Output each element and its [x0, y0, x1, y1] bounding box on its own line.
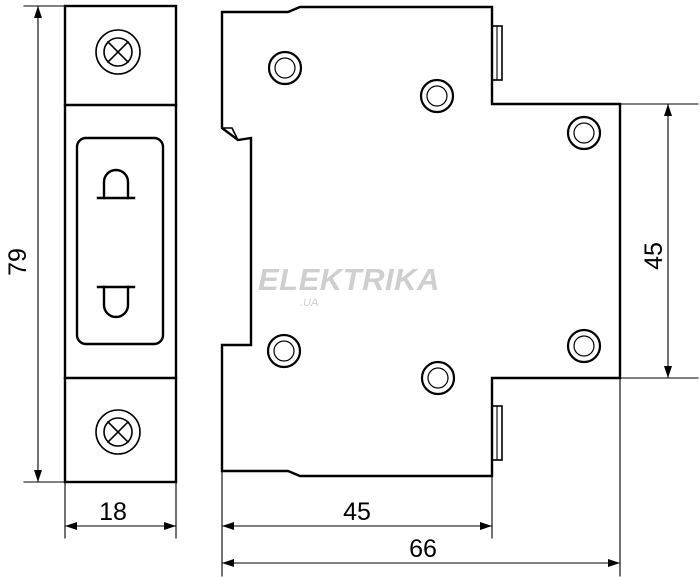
front-view — [63, 4, 178, 484]
rivet-hole-icon — [266, 333, 302, 369]
dim-79-label: 79 — [4, 248, 32, 276]
toggle-lower-mark-icon — [96, 285, 136, 319]
toggle-upper-mark-icon — [96, 168, 136, 200]
bottom-terminal-screw-icon — [95, 409, 141, 455]
dim-45-horizontal-label: 45 — [343, 498, 371, 526]
dim-66-label: 66 — [409, 535, 437, 563]
toggle-window — [75, 136, 165, 346]
side-view-outline — [220, 5, 622, 478]
dimension-lines: 79 18 45 45 66 — [4, 5, 699, 577]
front-view-outline — [63, 4, 178, 484]
watermark-domain: .UA — [300, 297, 318, 309]
top-terminal-screw-icon — [95, 29, 141, 75]
rivet-hole-icon — [419, 78, 455, 114]
rivet-hole-icon — [420, 360, 456, 396]
rivet-hole-icon — [566, 115, 602, 151]
dim-45-vertical-label: 45 — [640, 242, 668, 270]
rivet-hole-icon — [566, 328, 602, 364]
rail-notch-top — [221, 127, 240, 142]
rivet-hole-icon — [267, 50, 303, 86]
dim-18-label: 18 — [99, 498, 127, 526]
side-view: ELEKTRIKA .UA — [220, 5, 622, 478]
watermark-brand: ELEKTRIKA — [258, 262, 440, 297]
